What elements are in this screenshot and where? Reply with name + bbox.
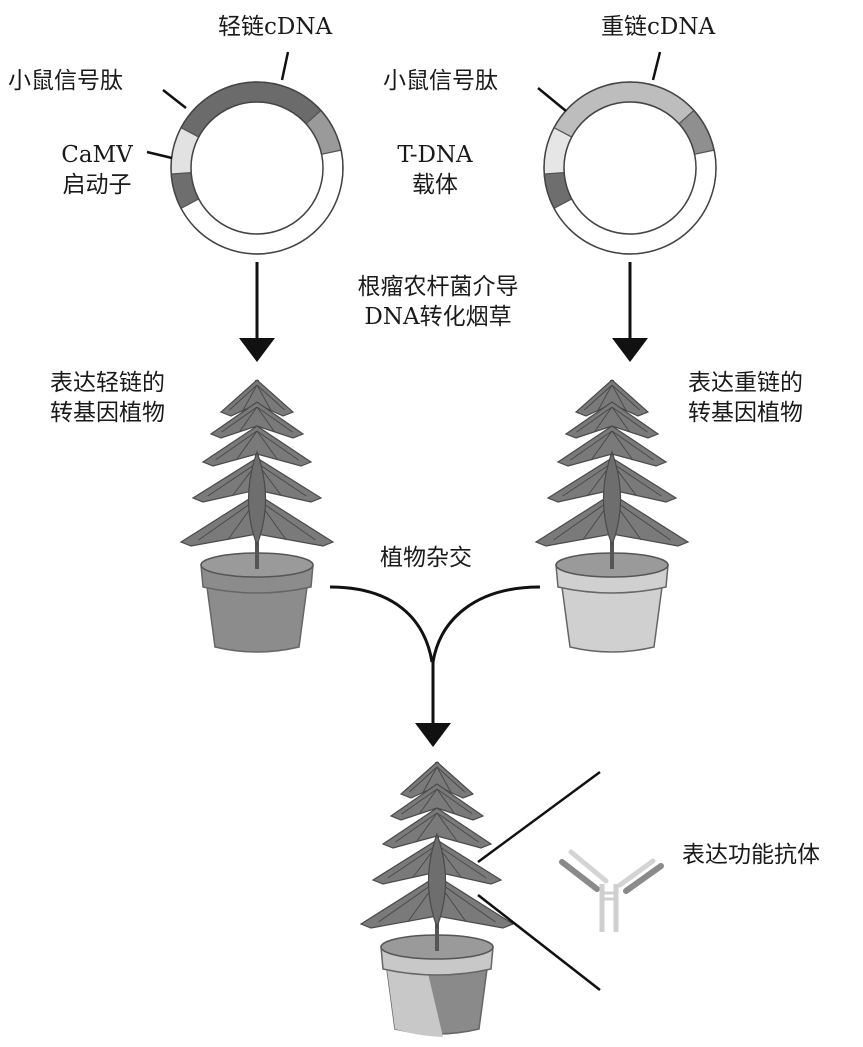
promoter-leader-line: [146, 150, 173, 160]
leaf-vein: [198, 498, 258, 541]
leaf-vein: [242, 384, 258, 411]
heavy-chain-cdna-label: 重链cDNA: [601, 14, 716, 40]
leaf-vein: [436, 766, 466, 793]
callout-line-top: [477, 770, 601, 864]
leaf-vein: [228, 384, 258, 411]
leaf-vein: [238, 406, 258, 433]
heavy-cdna-leader-line: [651, 51, 662, 81]
antibody-icon: [559, 849, 664, 932]
heavy-chain-plant-icon: [534, 379, 690, 653]
right-plant-label: 表达重链的 转基因植物: [688, 368, 803, 428]
plasmid-outer-ring: [170, 81, 344, 255]
leaf-vein: [235, 430, 258, 461]
leaf-vein: [221, 406, 258, 433]
leaf-vein: [436, 788, 473, 815]
light-chain-plasmid-icon: [170, 81, 344, 255]
leaf-vein: [378, 880, 438, 923]
right-signal-leader-line: [537, 87, 567, 112]
plasmid-inner-ring: [190, 101, 324, 235]
leaf-vein: [256, 498, 316, 541]
leaf-vein: [576, 406, 613, 433]
center-leaf: [427, 832, 447, 929]
pot-body: [561, 586, 663, 653]
leaf-vein: [570, 430, 613, 461]
leaf-vein: [436, 788, 456, 815]
leaf-vein: [436, 880, 496, 923]
cross-curve-right: [431, 585, 541, 663]
leaf-vein: [611, 384, 627, 411]
leaf-vein: [415, 812, 438, 843]
antibody-light-chain-right: [617, 858, 656, 888]
left-signal-peptide-label: 小鼠信号肽: [8, 68, 123, 94]
cross-curve-left: [329, 585, 434, 663]
leaf-vein: [436, 812, 459, 843]
leaf-vein: [436, 812, 479, 843]
left-signal-leader-line: [162, 89, 187, 109]
callout-line-bottom: [477, 894, 601, 991]
leaf-vein: [611, 498, 671, 541]
functional-antibody-label: 表达功能抗体: [682, 842, 820, 868]
right-signal-peptide-label: 小鼠信号肽: [383, 68, 498, 94]
right-plant-line1: 表达重链的: [688, 370, 803, 396]
promoter-label-line2: 启动子: [62, 172, 132, 198]
plasmid-outer-ring: [543, 81, 717, 255]
leaf-vein: [562, 462, 613, 497]
leaf-vein: [207, 462, 258, 497]
leaf-vein: [611, 406, 631, 433]
leaf-vein: [422, 766, 438, 793]
leaf-vein: [408, 766, 438, 793]
leaf-vein: [611, 462, 662, 497]
leaf-vein: [387, 844, 438, 879]
leaf-vein: [256, 430, 279, 461]
camv-promoter-label: CaMV 启动子: [52, 140, 142, 200]
light-cdna-leader-line: [280, 51, 290, 81]
hybrid-plant-icon: [359, 761, 515, 1037]
pot-body: [206, 586, 308, 653]
transformation-line1: 根瘤农杆菌介导: [357, 274, 519, 300]
right-plant-line2: 转基因植物: [688, 400, 803, 426]
leaf-vein: [593, 406, 613, 433]
plant-cross-label: 植物杂交: [380, 545, 472, 571]
left-plant-line2: 转基因植物: [50, 400, 165, 426]
transformation-label: 根瘤农杆菌介导 DNA转化烟草: [318, 272, 558, 332]
leaf-vein: [583, 384, 613, 411]
leaf-vein: [256, 430, 299, 461]
vector-label-line2: 载体: [412, 172, 458, 198]
pot-highlight: [387, 969, 443, 1037]
vector-label-line1: T-DNA: [397, 142, 473, 168]
leaf-vein: [401, 788, 438, 815]
leaf-vein: [611, 430, 654, 461]
antibody-light-chain-left: [568, 849, 609, 884]
center-leaf: [247, 450, 267, 547]
leaf-vein: [256, 384, 272, 411]
light-chain-cdna-label: 轻链cDNA: [218, 14, 333, 40]
antibody-heavy-chain-left: [559, 859, 600, 892]
leaf-vein: [611, 430, 634, 461]
leaf-vein: [256, 384, 286, 411]
transformation-line2: DNA转化烟草: [364, 304, 512, 330]
light-chain-plant-icon: [179, 379, 335, 653]
leaf-vein: [395, 812, 438, 843]
leaf-vein: [590, 430, 613, 461]
leaf-vein: [256, 406, 293, 433]
antibody-heavy-chain-right: [623, 863, 664, 894]
center-leaf: [602, 450, 622, 547]
leaf-vein: [611, 384, 641, 411]
leaf-vein: [436, 844, 487, 879]
leaf-vein: [597, 384, 613, 411]
left-plant-label: 表达轻链的 转基因植物: [50, 368, 165, 428]
plasmid-inner-ring: [563, 101, 697, 235]
leaf-vein: [256, 406, 276, 433]
leaf-vein: [611, 406, 648, 433]
tdna-vector-label: T-DNA 载体: [380, 140, 490, 200]
leaf-vein: [215, 430, 258, 461]
leaf-vein: [418, 788, 438, 815]
left-plant-line1: 表达轻链的: [50, 370, 165, 396]
leaf-vein: [436, 766, 452, 793]
leaf-vein: [256, 462, 307, 497]
heavy-chain-plasmid-icon: [543, 81, 717, 255]
leaf-vein: [553, 498, 613, 541]
promoter-label-line1: CaMV: [61, 142, 133, 168]
